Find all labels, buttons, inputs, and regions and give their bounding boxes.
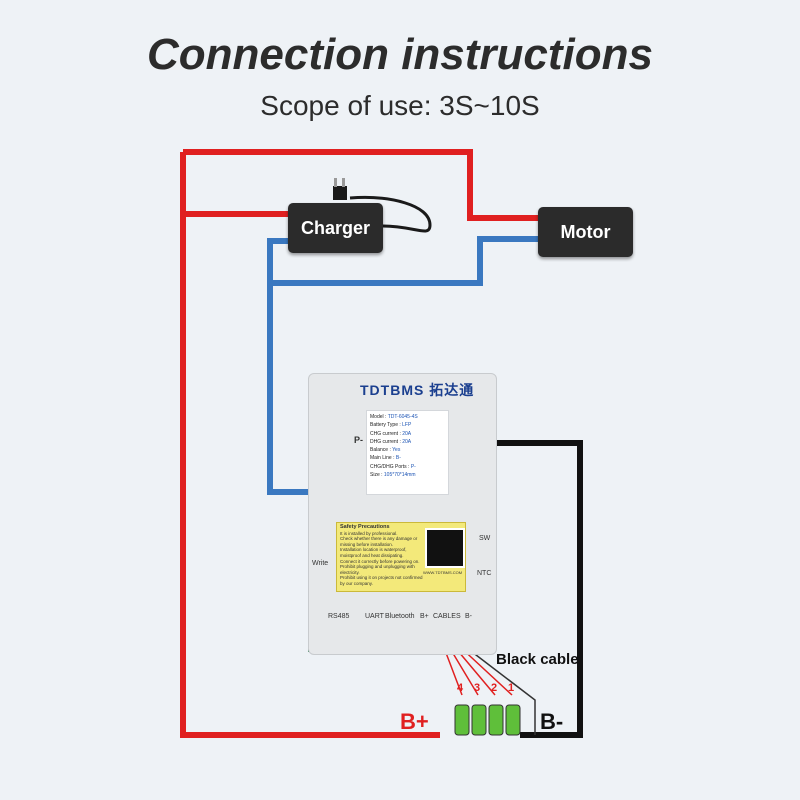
cell-4 [454,704,470,736]
negative-wire-main [267,238,312,495]
spec-line: Battery Type : LFP [370,422,412,429]
port-label-cables: CABLES [433,613,461,620]
b-plus-label: B+ [400,709,429,734]
spec-line: Size : 105*70*14mm [370,472,416,479]
black-b-cable [490,440,583,738]
side-label-ntc: NTC [477,570,492,577]
port-label-bminus: B- [465,613,472,620]
spec-line: CHG current : 20A [370,430,412,437]
cell-2 [488,704,504,736]
spec-line: Balance : Yes [370,447,401,454]
safety-title: Safety Precautions [340,524,390,530]
port-label-bplus: B+ [420,613,429,620]
cell-number-3: 3 [474,682,481,694]
charger-box[interactable]: Charger [288,203,383,253]
side-label-write: Write [312,560,329,567]
cell-number-1: 1 [508,682,515,694]
bms-brand: TDTBMS 拓达通 [360,382,475,398]
positive-wire [183,149,540,221]
port-label-uart: UART [365,613,384,620]
spec-line: DHG current : 20A [370,438,412,445]
black-cable-label: Black cable [496,651,579,668]
spec-label: Model : TDT-6045-4S Battery Type : LFP C… [366,410,449,495]
qr-code-icon [425,528,465,568]
side-label-sw: SW [479,535,491,542]
port-label-rs485: RS485 [328,613,350,620]
page-subtitle: Scope of use: 3S~10S [260,90,540,121]
website: WWW.TDTBMS.COM [423,570,463,575]
spec-line: CHG/DHG Ports : P- [370,463,416,470]
cell-3 [471,704,487,736]
motor-box[interactable]: Motor [538,207,633,257]
charger-cord [349,196,432,233]
negative-wire [270,236,540,286]
b-minus-label: B- [540,709,564,734]
plug-icon [333,186,347,200]
port-label-bluetooth: Bluetooth [385,613,415,620]
cell-number-4: 4 [457,682,464,694]
spec-line: Model : TDT-6045-4S [370,414,418,420]
positive-wire-main [180,152,440,738]
cell-1 [505,704,521,736]
cell-number-2: 2 [491,682,498,694]
battery-cells [454,704,521,736]
spec-line: Main Line : B- [370,455,401,462]
terminal-p-label: P- [354,435,363,445]
page-title: Connection instructions [147,30,653,79]
